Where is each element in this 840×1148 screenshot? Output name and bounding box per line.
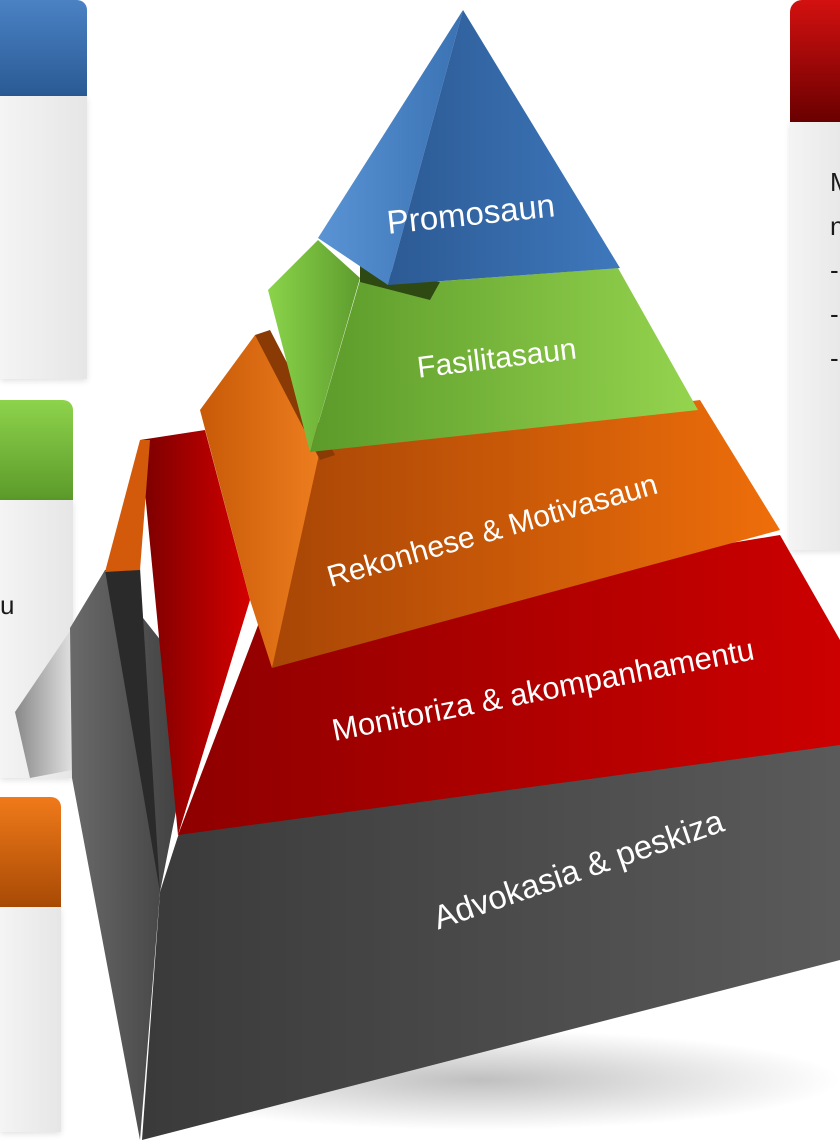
gray-top-sliver bbox=[105, 568, 160, 892]
pyramid-level-promosaun: Promosaun bbox=[318, 10, 620, 285]
pyramid-level-fasilitasaun: Fasilitasaun bbox=[268, 240, 698, 452]
left-panel-orange-body bbox=[0, 907, 61, 1132]
red-top-fold bbox=[105, 440, 150, 572]
right-panel-red-header bbox=[790, 0, 840, 122]
right-panel-red-body bbox=[790, 122, 840, 550]
right-text-line: - bbox=[830, 299, 839, 329]
right-text-line: n bbox=[830, 211, 840, 241]
blue-right-face bbox=[388, 10, 620, 285]
left-panel-blue-body bbox=[0, 96, 87, 379]
red-left-face bbox=[140, 430, 250, 835]
left-panel-blue-header bbox=[0, 0, 87, 96]
left-panel-green-header bbox=[0, 400, 73, 500]
orange-front-face bbox=[272, 400, 780, 668]
blue-left-face bbox=[318, 10, 463, 285]
green-left-face bbox=[268, 240, 360, 452]
left-text-fragment: u bbox=[0, 590, 15, 620]
gray-front-face bbox=[142, 740, 840, 1140]
right-text-line: M bbox=[830, 163, 840, 207]
right-text-line: - bbox=[830, 255, 839, 285]
green-front-face bbox=[310, 268, 698, 452]
gray-left-edge bbox=[15, 628, 72, 778]
right-text-line: - bbox=[830, 343, 839, 373]
right-panel-text: M n - - - bbox=[830, 163, 840, 383]
orange-left-face bbox=[200, 335, 330, 668]
left-panel-orange-header bbox=[0, 797, 61, 907]
